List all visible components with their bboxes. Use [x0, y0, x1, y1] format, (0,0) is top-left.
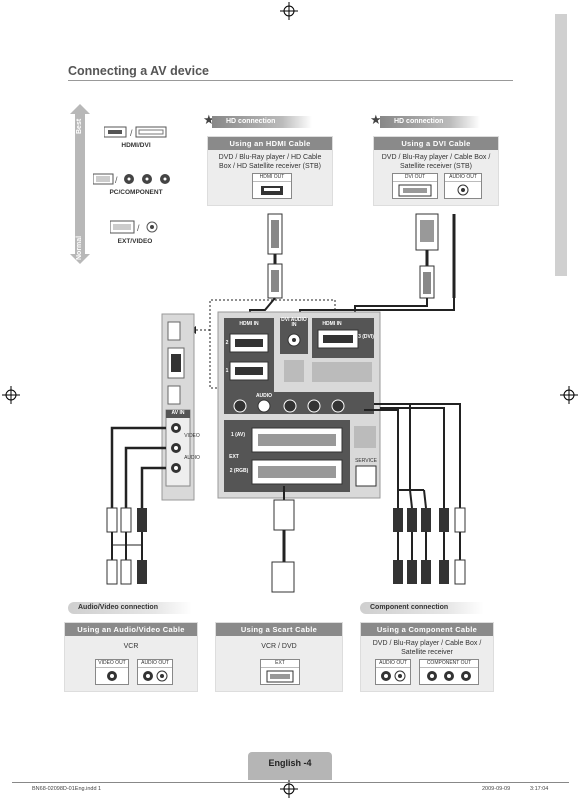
registration-mark-top [280, 2, 298, 20]
av-in-label: AV IN [171, 410, 185, 416]
port-label: EXT [261, 660, 299, 668]
component-out-port: COMPONENT OUT [419, 659, 479, 685]
footer-rule [12, 782, 569, 783]
hdmi-out-port: HDMI OUT [252, 173, 292, 199]
video-label: VIDEO [184, 433, 200, 439]
registration-mark-left [2, 386, 20, 404]
card-description: DVD / Blu-Ray player / HD Cable Box / HD… [218, 154, 322, 170]
pc-component-icon: / [93, 173, 170, 185]
video-out-port: VIDEO OUT [95, 659, 129, 685]
ext-label: EXT [229, 454, 239, 460]
svg-text:/: / [137, 223, 140, 233]
card-title: Using an HDMI Cable [208, 137, 332, 150]
ext-2-label: 2 (RGB) [229, 468, 249, 474]
video-jack-icon [107, 671, 117, 681]
component-jacks-icon [427, 671, 471, 681]
audio-out-port: AUDIO OUT [137, 659, 173, 685]
scart-cable-card: Using a Scart Cable VCR / DVD EXT [215, 622, 343, 692]
scart-video-icon: / [110, 220, 158, 234]
hd-connection-tag-dvi: HD connection [380, 116, 480, 128]
audio-label: AUDIO [184, 455, 200, 461]
dvi-out-port: DVI OUT [392, 173, 438, 199]
audio-jacks-icon [143, 670, 168, 682]
component-connection-tag: Component connection [360, 602, 484, 614]
svg-text:/: / [115, 175, 118, 185]
page-title: Connecting a AV device [68, 64, 210, 78]
port-label: VIDEO OUT [96, 660, 128, 668]
hd-connection-tag-hdmi: HD connection [212, 116, 312, 128]
hdmi-dvi-icon: / [104, 126, 167, 138]
card-description: VCR / DVD [261, 643, 297, 650]
hdmi-port-2-label: 2 [225, 340, 229, 346]
card-title: Using an Audio/Video Cable [65, 623, 197, 636]
ext-port: EXT [260, 659, 300, 685]
registration-mark-right [560, 386, 578, 404]
hdmi-port-1-label: 1 [225, 368, 229, 374]
service-label: SERVICE [355, 458, 377, 464]
card-description: VCR [123, 643, 139, 650]
port-label: DVI OUT [393, 174, 437, 182]
hdmi-in-left-label: HDMI IN [239, 321, 259, 327]
audio-out-port: AUDIO OUT [375, 659, 411, 685]
audio-video-connection-tag: Audio/Video connection [68, 602, 192, 614]
hdmi-in-right-label: HDMI IN [322, 321, 342, 327]
dvi-cable-card: Using a DVI Cable DVD / Blu-Ray player /… [373, 136, 499, 206]
audio-jack-icon [457, 184, 469, 196]
registration-mark-bottom [280, 780, 298, 798]
port-label: AUDIO OUT [445, 174, 481, 182]
dvi-port-icon [398, 184, 432, 197]
hdmi-port-3-label: 3 (DVI) [358, 334, 374, 340]
scale-item-pc-component: PC/COMPONENT [109, 189, 163, 196]
card-description: DVD / Blu-Ray player / Cable Box / Satel… [372, 640, 482, 656]
print-file-name: BN68-02098D-01Eng.indd 1 [32, 786, 102, 792]
card-title: Using a DVI Cable [374, 137, 498, 150]
hdmi-cable-card: Using an HDMI Cable DVD / Blu-Ray player… [207, 136, 333, 206]
quality-scale-arrow [70, 104, 90, 264]
component-cable-card: Using a Component Cable DVD / Blu-Ray pl… [360, 622, 494, 692]
audio-out-port: AUDIO OUT [444, 173, 482, 199]
port-label: AUDIO OUT [376, 660, 410, 668]
dvi-audio-in-label: DVI AUDIO IN [281, 317, 307, 328]
ext-1-label: 1 (AV) [230, 432, 246, 438]
audio-r-label: AUDIO [255, 393, 273, 399]
star-icon: ★ [370, 112, 382, 127]
card-description: DVD / Blu-Ray player / Cable Box / Satel… [381, 154, 491, 170]
star-icon: ★ [203, 112, 215, 127]
scart-port-icon [266, 670, 294, 683]
print-date: 2009-09-09 [482, 786, 511, 792]
scale-item-hdmi-dvi: HDMI/DVI [121, 142, 151, 149]
card-title: Using a Component Cable [361, 623, 493, 636]
scale-item-ext-video: EXT/VIDEO [117, 238, 153, 245]
print-time: 3:17:04 [530, 786, 549, 792]
page-edge-stripe [555, 14, 567, 276]
port-label: AUDIO OUT [138, 660, 172, 668]
port-label: COMPONENT OUT [420, 660, 478, 668]
port-label: HDMI OUT [253, 174, 291, 182]
page-number: English -4 [248, 752, 332, 780]
title-divider [68, 80, 513, 81]
card-title: Using a Scart Cable [216, 623, 342, 636]
hdmi-port-icon [261, 186, 283, 195]
svg-text:/: / [130, 128, 133, 138]
audio-jacks-icon [381, 670, 406, 682]
av-cable-card: Using an Audio/Video Cable VCR VIDEO OUT… [64, 622, 198, 692]
